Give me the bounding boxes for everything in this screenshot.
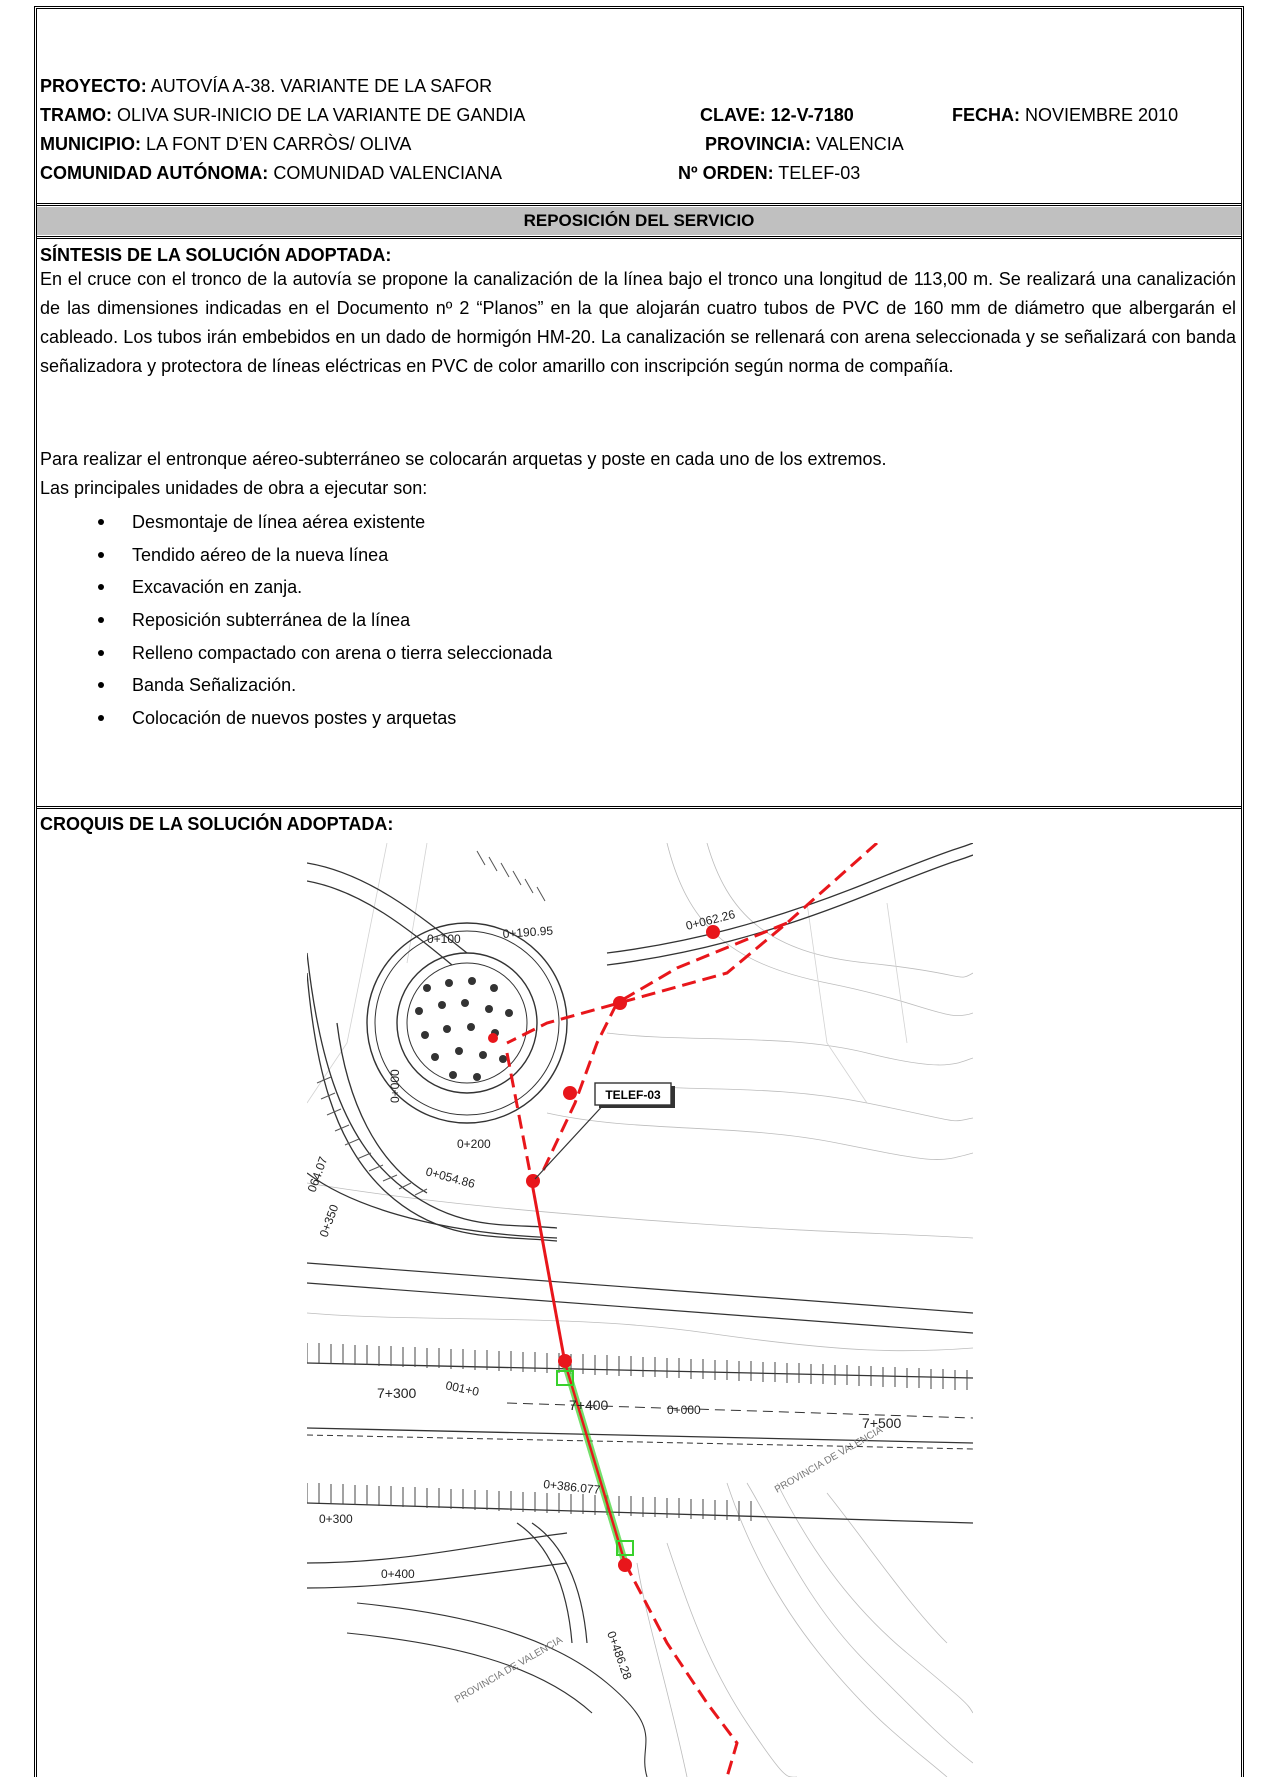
municipio-label: MUNICIPIO: bbox=[40, 134, 141, 154]
bullet-icon bbox=[98, 649, 104, 656]
pk-label: 0+000 bbox=[667, 1403, 701, 1417]
bullet-icon bbox=[98, 551, 104, 558]
pk-label: 0+486.28 bbox=[604, 1629, 634, 1681]
fecha-value: NOVIEMBRE 2010 bbox=[1025, 105, 1179, 125]
sintesis-title: SÍNTESIS DE LA SOLUCIÓN ADOPTADA: bbox=[40, 245, 392, 265]
pk-label: 0+190.95 bbox=[502, 923, 554, 941]
municipio-value: LA FONT D’EN CARRÒS/ OLIVA bbox=[146, 134, 412, 154]
province-label: PROVINCIA DE VALENCIA bbox=[773, 1425, 885, 1496]
comunidad-line: COMUNIDAD AUTÓNOMA: COMUNIDAD VALENCIANA bbox=[40, 162, 502, 184]
list-item: Desmontaje de línea aérea existente bbox=[84, 511, 552, 544]
pk-label: 7+400 bbox=[569, 1397, 609, 1413]
list-item: Tendido aéreo de la nueva línea bbox=[84, 544, 552, 577]
proyecto-label: PROYECTO: bbox=[40, 76, 147, 96]
list-item: Excavación en zanja. bbox=[84, 576, 552, 609]
croquis-title: CROQUIS DE LA SOLUCIÓN ADOPTADA: bbox=[40, 814, 394, 834]
tramo-line: TRAMO: OLIVA SUR-INICIO DE LA VARIANTE D… bbox=[40, 104, 525, 126]
list-item: Colocación de nuevos postes y arquetas bbox=[84, 707, 552, 740]
fecha-label: FECHA: bbox=[952, 105, 1020, 125]
telef-line bbox=[488, 843, 878, 1777]
divider bbox=[36, 806, 1242, 809]
bullet-icon bbox=[98, 715, 104, 722]
units-list: Desmontaje de línea aérea existente Tend… bbox=[84, 511, 552, 740]
bullet-icon bbox=[98, 584, 104, 591]
bullet-icon bbox=[98, 519, 104, 525]
orden-label: Nº ORDEN: bbox=[678, 163, 774, 183]
bullet-icon bbox=[98, 617, 104, 624]
list-item: Relleno compactado con arena o tierra se… bbox=[84, 642, 552, 675]
municipio-line: MUNICIPIO: LA FONT D’EN CARRÒS/ OLIVA bbox=[40, 133, 411, 155]
pk-label: 0+100 bbox=[427, 932, 461, 946]
provincia-label: PROVINCIA: bbox=[705, 134, 812, 154]
pk-label: 0+300 bbox=[319, 1512, 353, 1526]
croquis-map: TELEF-03 7+300 7+400 7+500 0+000 001+0 0… bbox=[307, 843, 973, 1777]
contour-lines bbox=[307, 843, 973, 1777]
comunidad-value: COMUNIDAD VALENCIANA bbox=[273, 163, 503, 183]
tramo-label: TRAMO: bbox=[40, 105, 112, 125]
divider bbox=[36, 203, 1242, 206]
roundabout bbox=[366, 922, 568, 1124]
pk-label: 0+400 bbox=[381, 1567, 415, 1581]
pk-label: 0+054.86 bbox=[424, 1164, 477, 1191]
units-intro: Las principales unidades de obra a ejecu… bbox=[40, 478, 428, 498]
pk-label: 0+350 bbox=[317, 1202, 342, 1239]
pk-label: 001+0 bbox=[444, 1378, 480, 1399]
clave-label: CLAVE: 12-V-7180 bbox=[700, 105, 854, 125]
highway bbox=[307, 1262, 973, 1777]
tramo-value: OLIVA SUR-INICIO DE LA VARIANTE DE GANDI… bbox=[117, 105, 526, 125]
reposicion-title: REPOSICIÓN DEL SERVICIO bbox=[37, 207, 1241, 235]
fecha-line: FECHA: NOVIEMBRE 2010 bbox=[952, 104, 1178, 126]
proyecto-line: PROYECTO: AUTOVÍA A-38. VARIANTE DE LA S… bbox=[40, 75, 492, 97]
pk-label: 0+200 bbox=[457, 1137, 491, 1151]
proyecto-value: AUTOVÍA A-38. VARIANTE DE LA SAFOR bbox=[150, 76, 493, 96]
document-frame bbox=[34, 6, 1244, 1777]
pk-label: 7+500 bbox=[862, 1415, 902, 1431]
entronque-text: Para realizar el entronque aéreo-subterr… bbox=[40, 449, 887, 469]
sintesis-paragraph: En el cruce con el tronco de la autovía … bbox=[40, 269, 1236, 376]
embankment-hatch bbox=[316, 850, 546, 1196]
pk-label: 0+386.077 bbox=[543, 1477, 602, 1497]
list-item: Banda Señalización. bbox=[84, 674, 552, 707]
pk-label: 064.07 bbox=[307, 1154, 330, 1194]
map-drawing: TELEF-03 7+300 7+400 7+500 0+000 001+0 0… bbox=[307, 843, 973, 1777]
telef-callout bbox=[534, 1082, 675, 1180]
pk-label: 0+000 bbox=[388, 1069, 402, 1103]
province-label: PROVINCIA DE VALENCIA bbox=[453, 1635, 565, 1706]
provincia-line: PROVINCIA: VALENCIA bbox=[705, 133, 904, 155]
callout-label: TELEF-03 bbox=[605, 1088, 661, 1102]
comunidad-label: COMUNIDAD AUTÓNOMA: bbox=[40, 163, 269, 183]
slip-roads bbox=[307, 843, 973, 1242]
list-item: Reposición subterránea de la línea bbox=[84, 609, 552, 642]
bullet-icon bbox=[98, 682, 104, 689]
divider bbox=[36, 236, 1242, 239]
pk-label: 7+300 bbox=[377, 1385, 417, 1401]
provincia-value: VALENCIA bbox=[816, 134, 904, 154]
orden-value: TELEF-03 bbox=[778, 163, 861, 183]
orden-line: Nº ORDEN: TELEF-03 bbox=[678, 162, 860, 184]
